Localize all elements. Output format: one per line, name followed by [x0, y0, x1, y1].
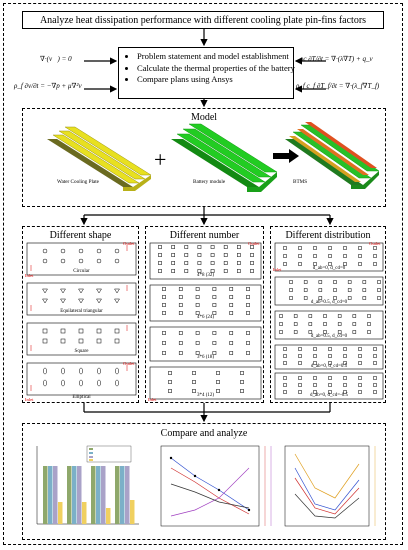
steps-box: Problem statement and model establishmen… — [118, 47, 295, 99]
number-caption: 3*4 (12) — [196, 393, 215, 398]
step-item: Calculate the thermal properties of the … — [137, 63, 295, 75]
shape-caption: Circular — [73, 269, 90, 274]
number-panel: Different number 4*8 (32) 4*6 (24) 3*6 (… — [145, 226, 264, 403]
number-title: Different number — [169, 230, 240, 241]
distribution-panel: Different distribution d_ab=0, d_cd=0 d_… — [270, 226, 386, 403]
label-btms: BTMS — [293, 179, 308, 185]
inlet-label: Inlet — [273, 267, 282, 272]
model-illustration: + — [47, 122, 380, 192]
arrow-icon — [273, 149, 299, 163]
battery-module — [171, 123, 278, 192]
outlet-label: Outlet — [123, 361, 135, 366]
line-chart-thumbnail — [284, 445, 376, 527]
distribution-caption: d_ab=0, d_cd=-0.5 — [310, 393, 348, 398]
step-item: Compare plans using Ansys — [137, 74, 289, 86]
distribution-title: Different distribution — [285, 230, 371, 241]
step-item: Problem statement and model establishmen… — [137, 51, 289, 63]
model-title: Model — [190, 112, 218, 123]
number-caption: 4*6 (24) — [196, 315, 215, 320]
equation-battery-energy: ρc ∂T/∂t = ∇·(λ∇T) + q_v — [300, 55, 373, 63]
line-chart-thumbnail — [160, 445, 272, 527]
compare-charts — [36, 445, 376, 527]
compare-section: Compare and analyze — [22, 423, 386, 540]
distribution-caption: d_ab=0.5, d_cd=0 — [310, 334, 348, 339]
distribution-plates — [274, 242, 384, 400]
shape-caption: Square — [74, 349, 89, 354]
equation-continuity: ∇·(v⃗) = 0 — [40, 55, 72, 63]
plus-sign: + — [154, 147, 166, 172]
page-title: Analyze heat dissipation performance wit… — [22, 11, 384, 29]
inlet-label: Inlet — [148, 397, 157, 402]
shape-plates — [26, 242, 137, 396]
label-water-cooling-plate: Water Cooling Plate — [57, 179, 99, 185]
shape-caption: Elliptical — [72, 395, 91, 400]
outlet-label: Outlet — [123, 241, 135, 246]
shape-title: Different shape — [49, 230, 112, 241]
number-caption: 4*8 (32) — [196, 273, 215, 278]
shape-caption: Equilateral triangular — [60, 309, 103, 314]
bar-chart-thumbnail — [36, 445, 139, 525]
shape-panel: Different shape Circular Equilateral tri… — [22, 226, 139, 403]
inlet-label: Inlet — [25, 397, 34, 402]
outlet-label: Outlet — [248, 241, 260, 246]
compare-title: Compare and analyze — [160, 428, 248, 439]
outer-frame — [3, 3, 403, 545]
model-section: Model + W — [22, 108, 386, 207]
number-plates — [149, 242, 262, 400]
number-caption: 3*6 (18) — [196, 355, 215, 360]
distribution-caption: d_ab=0, d_cd=0 — [312, 266, 346, 271]
equation-fluid-energy: ρ_f c_f ∂T_f/∂t = ∇·(λ_f∇T_f) — [296, 82, 380, 90]
label-battery-module: Battery module — [193, 179, 226, 185]
water-cooling-plate — [47, 126, 152, 191]
inlet-label: Inlet — [25, 273, 34, 278]
equation-momentum: ρ_f ∂v/∂t = −∇p + μ∇²v⃗ — [14, 82, 88, 90]
btms-assembly — [285, 122, 380, 189]
distribution-caption: d_ab=0.5, d_cd=0 — [310, 300, 348, 305]
outlet-label: Outlet — [369, 241, 381, 246]
distribution-caption: d_ab=0, d_cd=0.5 — [310, 364, 348, 369]
